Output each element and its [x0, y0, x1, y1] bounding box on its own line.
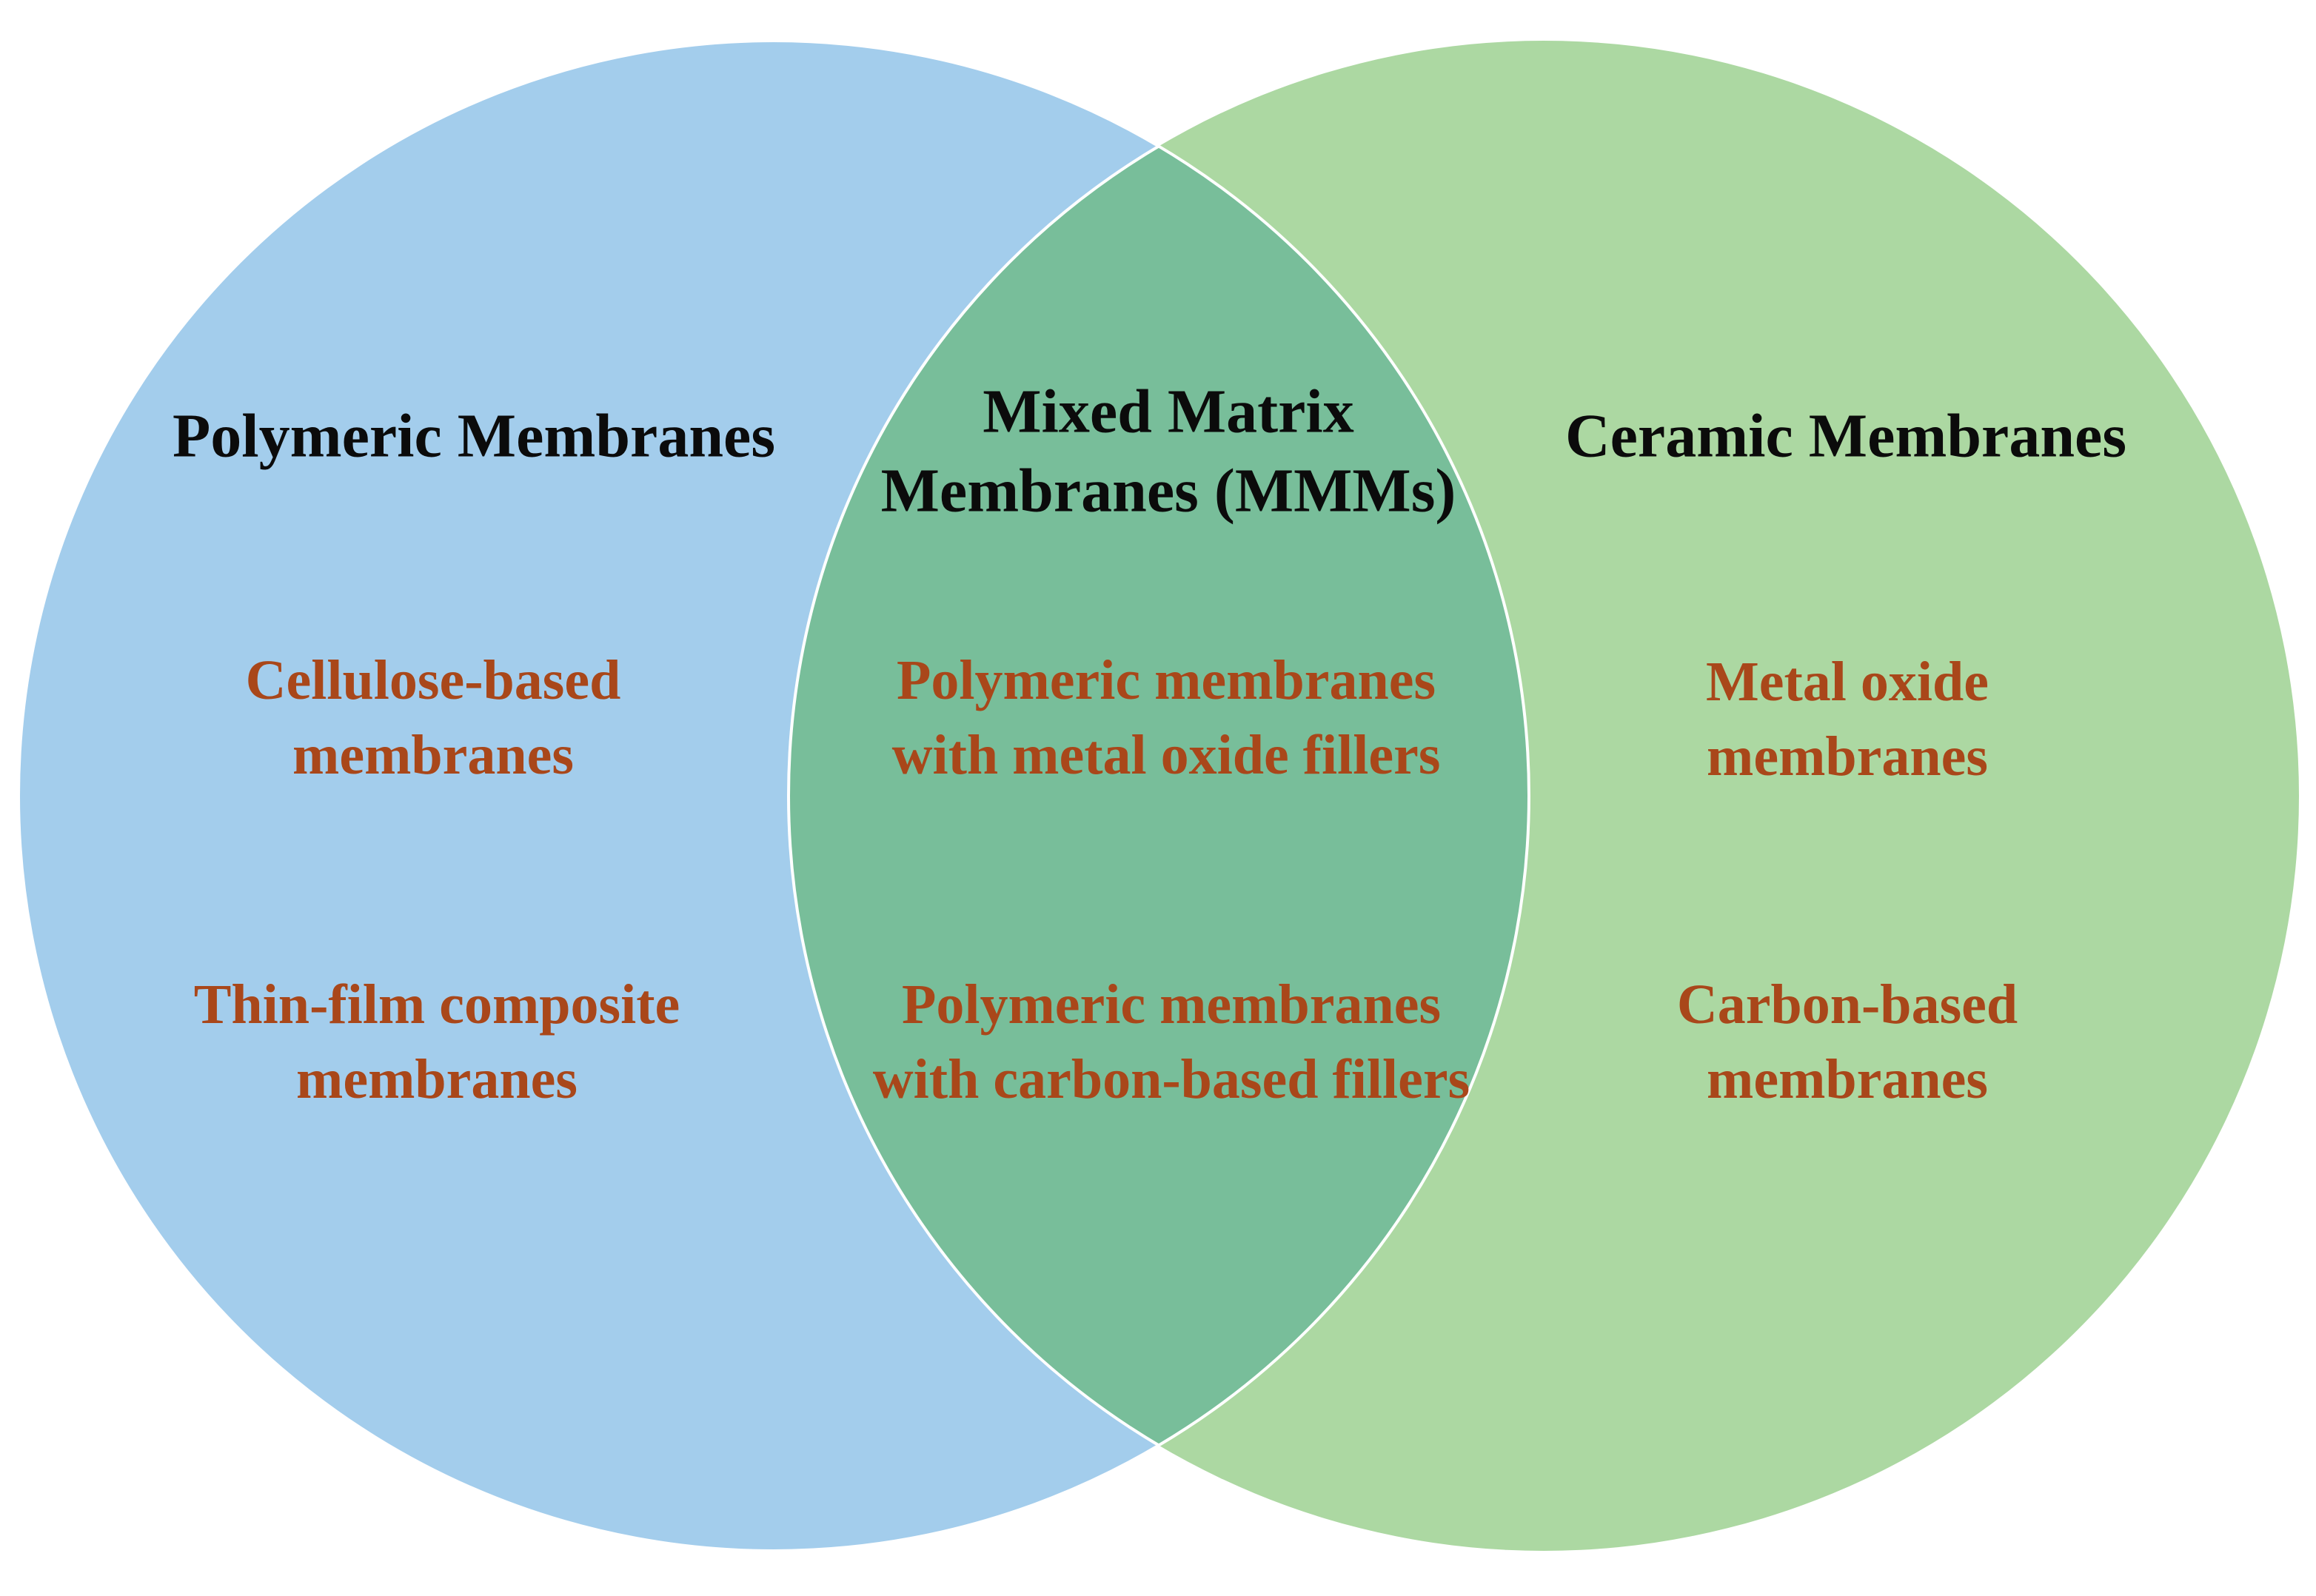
- label-line: Polymeric membranes: [901, 973, 1442, 1036]
- label-line: membranes: [1707, 725, 1988, 788]
- ceramic-membranes-heading: Ceramic Membranes: [1564, 401, 2127, 471]
- label-line: with metal oxide fillers: [891, 724, 1441, 786]
- cellulose-based-label: Cellulose-based membranes: [246, 643, 621, 793]
- mixed-matrix-heading: Mixed Matrix Membranes (MMMs): [881, 372, 1456, 530]
- polymeric-membranes-heading: Polymeric Membranes: [172, 401, 776, 471]
- overlap-region: [789, 41, 1529, 1551]
- ceramic-set-outline: [787, 41, 1529, 1551]
- label-line: membranes: [1707, 1048, 1988, 1110]
- metal-oxide-label: Metal oxide membranes: [1706, 645, 1989, 794]
- label-line: membranes: [296, 1048, 578, 1110]
- label-line: membranes: [292, 724, 574, 786]
- label-line: Metal oxide: [1705, 650, 1989, 713]
- label-line: with carbon-based fillers: [872, 1048, 1470, 1110]
- label-line: Cellulose-based: [245, 648, 621, 711]
- metal-oxide-fillers-label: Polymeric membranes with metal oxide fil…: [892, 643, 1441, 793]
- carbon-based-fillers-label: Polymeric membranes with carbon-based fi…: [873, 968, 1470, 1117]
- thin-film-composite-label: Thin-film composite membranes: [194, 968, 680, 1117]
- label-line: Carbon-based: [1676, 973, 2018, 1036]
- carbon-based-label: Carbon-based membranes: [1677, 968, 2018, 1117]
- polymeric-set-outline: [17, 39, 1530, 1552]
- label-line: Polymeric membranes: [896, 648, 1436, 711]
- label-line: Thin-film composite: [193, 973, 680, 1036]
- heading-line: Membranes (MMMs): [880, 456, 1456, 525]
- heading-line: Mixed Matrix: [983, 377, 1354, 446]
